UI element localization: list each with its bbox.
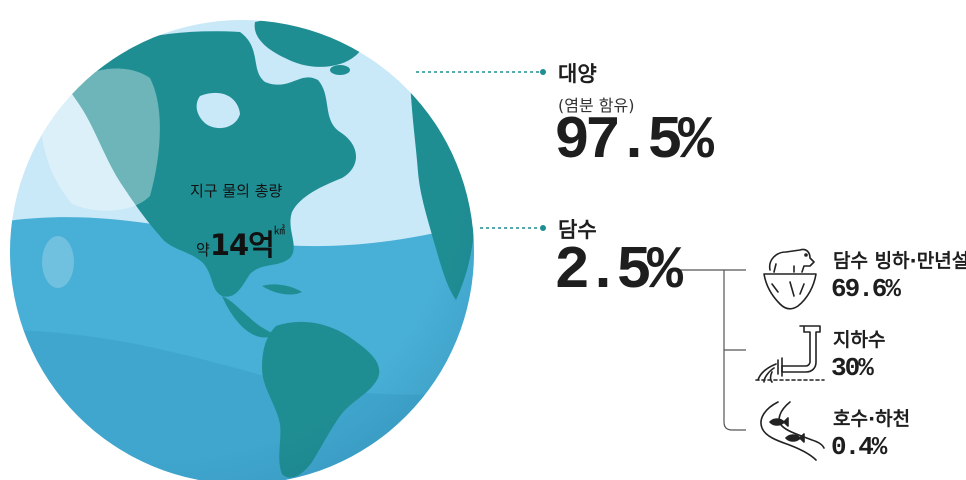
lakes-rivers-name: 호수·하천 — [833, 408, 911, 430]
groundwater-value: 30% — [831, 353, 874, 383]
leader-lines — [416, 69, 546, 231]
globe-amount: 약14억㎦ — [196, 222, 285, 264]
breakdown-tree — [680, 269, 746, 431]
ocean-value: 97.5% — [554, 108, 714, 176]
amount-value: 14억 — [209, 228, 275, 262]
ocean-leader-dot — [540, 69, 546, 75]
freshwater-title: 담수 — [558, 218, 597, 242]
glacier-value: 69.6% — [831, 274, 901, 304]
polar-bear-iceberg-icon — [763, 248, 817, 310]
ocean-title: 대양 — [558, 62, 597, 86]
amount-prefix: 약 — [196, 241, 210, 259]
globe-label: 지구 물의 총량 — [190, 182, 283, 200]
freshwater-leader-dot — [540, 225, 546, 231]
amount-unit: ㎦ — [273, 224, 285, 237]
glacier-name: 담수 빙하·만년설 — [833, 250, 966, 272]
freshwater-value: 2.5% — [554, 238, 683, 306]
river-fish-icon — [760, 401, 825, 461]
tree-trunk — [680, 269, 746, 431]
groundwater-name: 지하수 — [833, 329, 886, 351]
lakes-rivers-value: 0.4% — [831, 432, 887, 462]
ocean-subtitle: (염분 함유) — [558, 96, 635, 115]
groundwater-pipe-icon — [755, 325, 825, 383]
